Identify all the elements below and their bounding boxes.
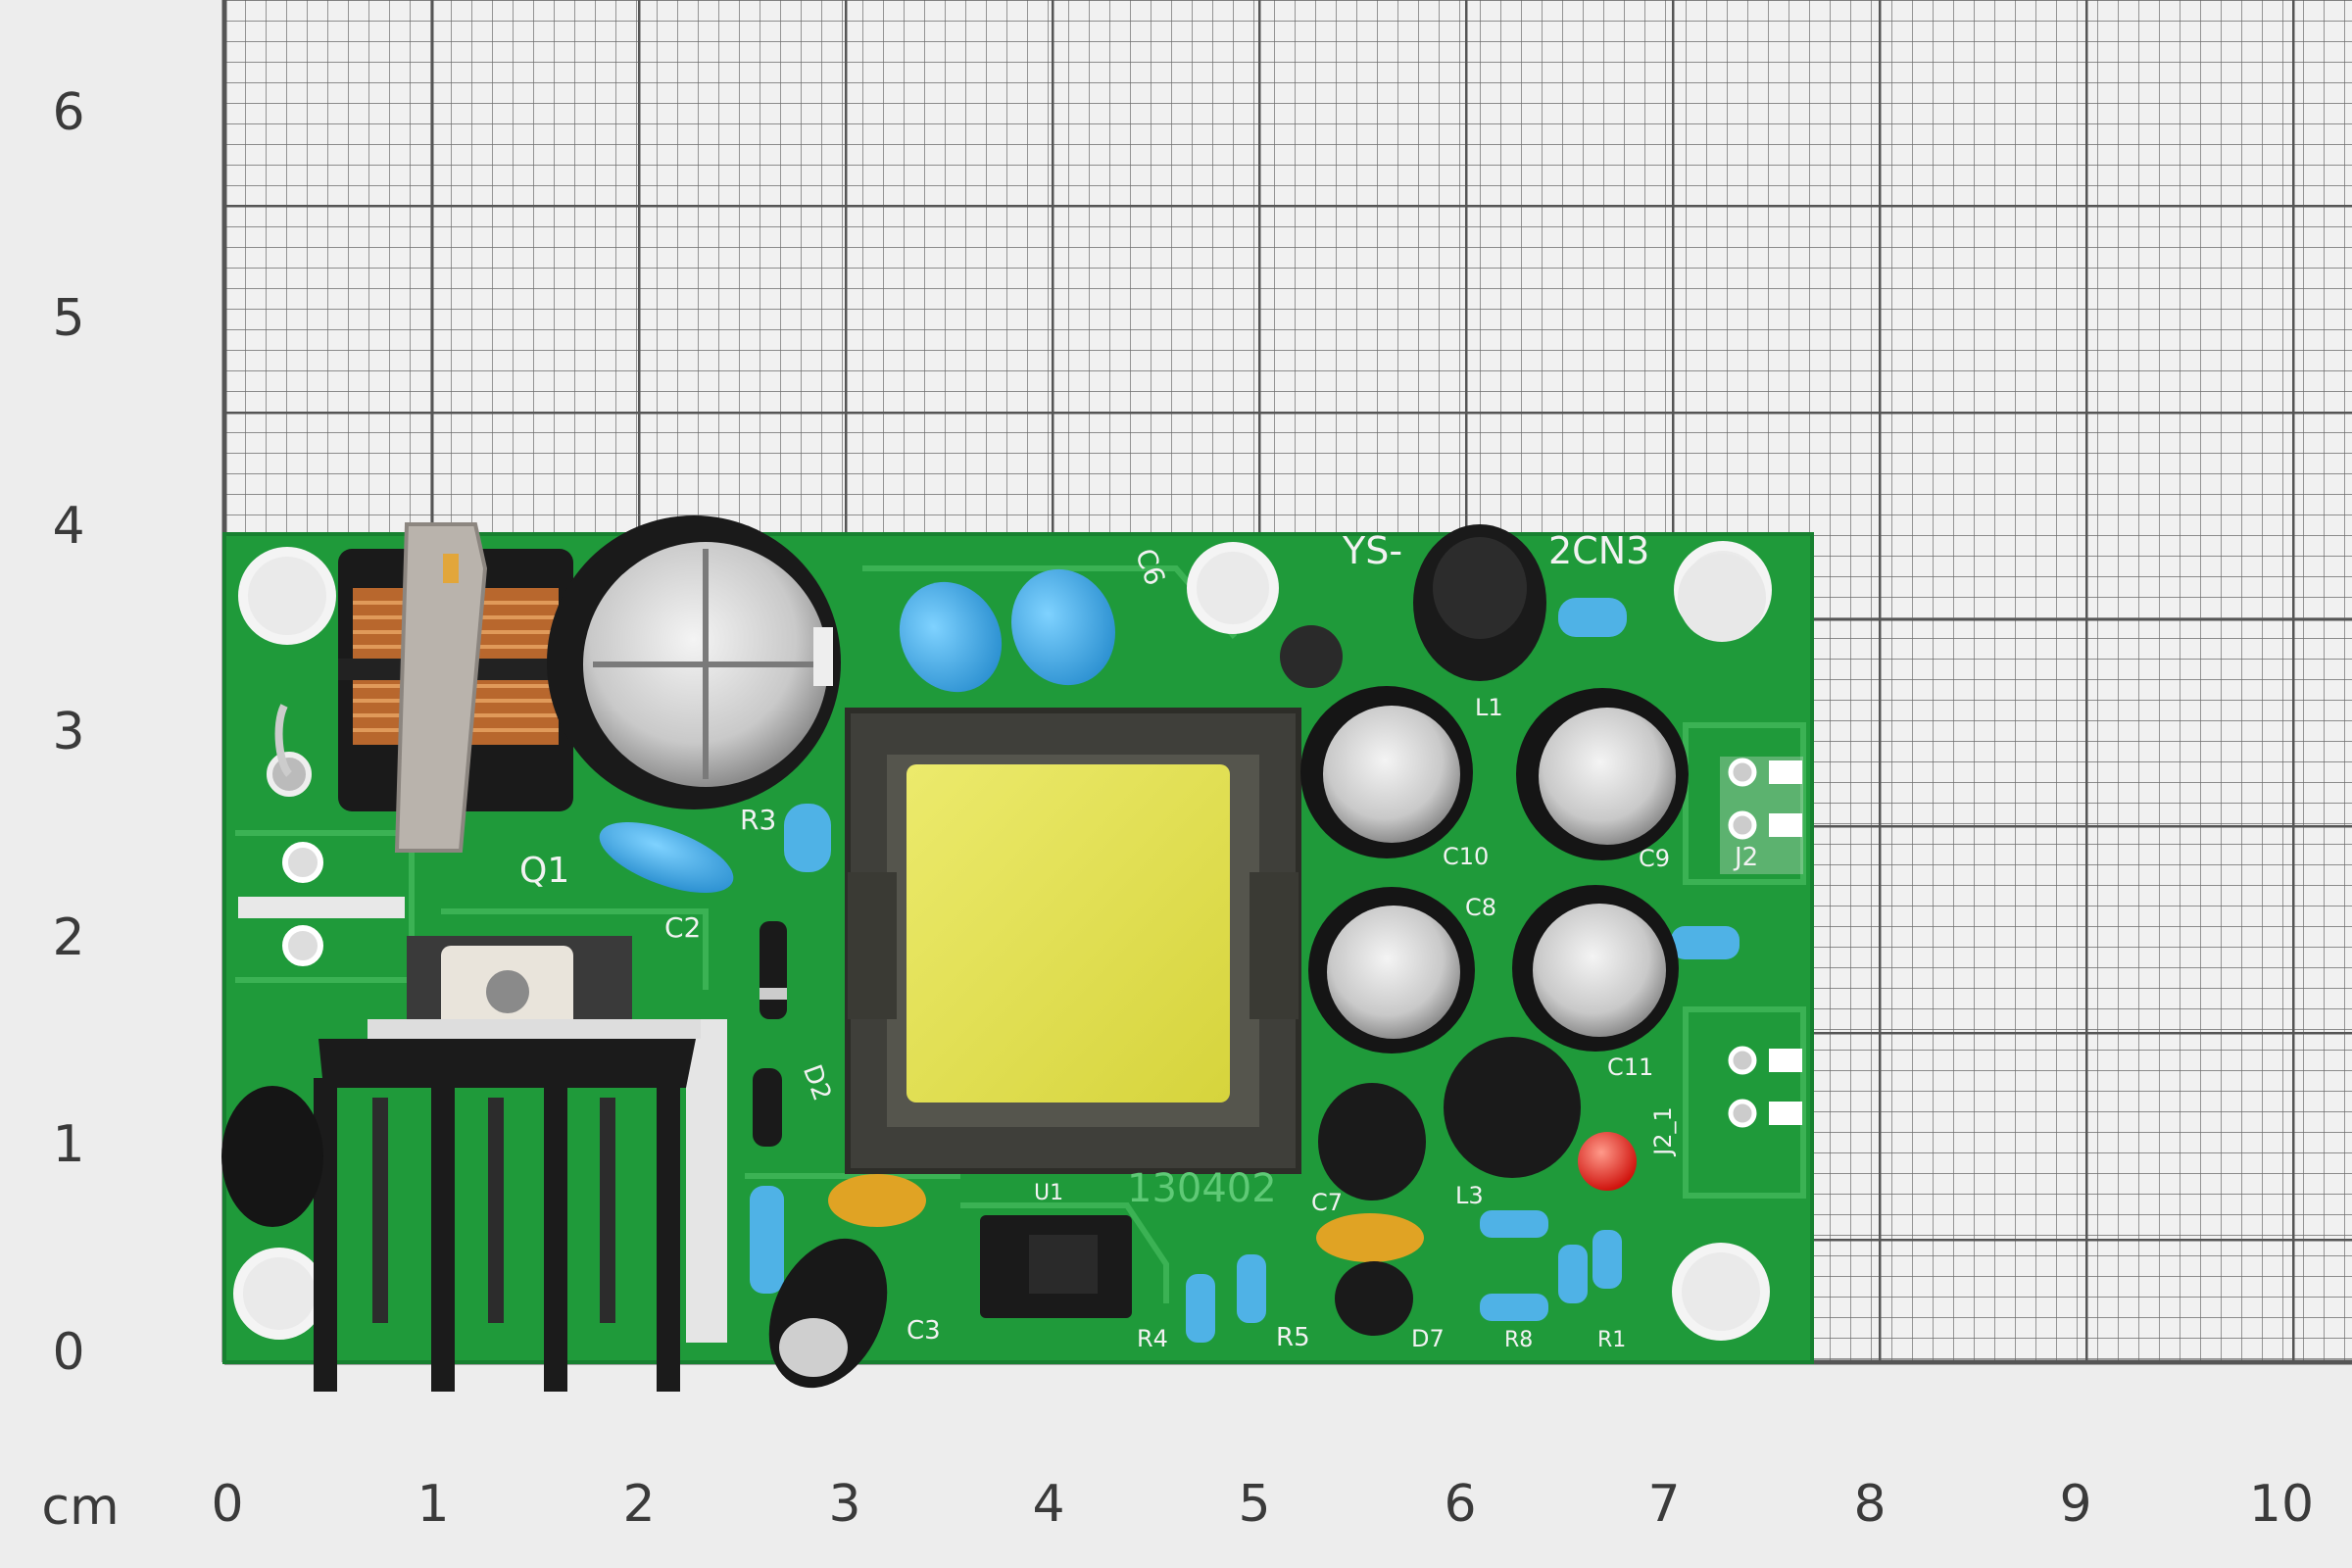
resistors [750, 598, 1740, 1343]
x-tick-label: 7 [1647, 1475, 1681, 1534]
j2-1-label: J2_1 [1648, 1106, 1677, 1155]
r8-label: R8 [1504, 1328, 1534, 1352]
x-tick-label: 1 [416, 1475, 450, 1534]
date-code-label: 130402 [1127, 1166, 1277, 1211]
y-tick-label: 0 [52, 1323, 85, 1382]
heatsink [314, 936, 701, 1392]
x-tick-label: 0 [211, 1475, 244, 1534]
bulk-electrolytic-capacitor [547, 515, 841, 809]
optocoupler-u1 [980, 1215, 1132, 1318]
c11-label: C11 [1607, 1054, 1654, 1081]
c7-label: C7 [1311, 1189, 1344, 1216]
transistor-d7 [1335, 1261, 1413, 1336]
x-tick-label: 5 [1238, 1475, 1271, 1534]
y-tick-label: 2 [52, 908, 85, 967]
y-capacitors [599, 568, 1115, 894]
output-capacitors [1300, 686, 1689, 1054]
x-tick-label: 8 [1853, 1475, 1886, 1534]
inductor-l3 [1444, 1037, 1581, 1178]
y-tick-label: 6 [52, 83, 85, 142]
x-tick-label: 9 [2059, 1475, 2092, 1534]
small-electrolytic-capacitor [768, 1238, 888, 1389]
l3-label: L3 [1455, 1182, 1484, 1209]
r5-label: R5 [1276, 1323, 1310, 1352]
wire-jumper [267, 704, 312, 797]
ceramic-cap-c7 [1316, 1213, 1424, 1262]
model-label: YS- [1343, 529, 1403, 572]
y-tick-label: 4 [52, 497, 85, 556]
x-tick-label: 4 [1032, 1475, 1065, 1534]
transistor-mid [1318, 1083, 1426, 1200]
x-tick-label: 6 [1444, 1475, 1477, 1534]
model-suffix-label: 2CN3 [1548, 529, 1650, 572]
l1-label: L1 [1475, 694, 1503, 721]
y-tick-label: 3 [52, 703, 85, 761]
transistor-top [1280, 625, 1343, 688]
q1-label: Q1 [519, 851, 570, 891]
inductor-l1 [1413, 524, 1546, 681]
y-tick-label: 1 [52, 1115, 85, 1174]
y-tick-label: 5 [52, 289, 85, 348]
c3-label: C3 [906, 1316, 941, 1346]
c10-label: C10 [1443, 843, 1490, 870]
r4-label: R4 [1137, 1325, 1168, 1352]
diode-d2 [753, 1068, 782, 1147]
x-tick-label: 10 [2248, 1475, 2315, 1534]
c8-label: C8 [1465, 894, 1497, 921]
diode-d1 [760, 921, 787, 1019]
units-label: cm [41, 1478, 120, 1537]
x-tick-label: 3 [828, 1475, 861, 1534]
u1-label: U1 [1034, 1181, 1064, 1205]
r3-label: R3 [740, 804, 777, 836]
c2-label: C2 [664, 911, 702, 944]
flyback-transformer [845, 708, 1301, 1174]
x-tick-label: 2 [622, 1475, 656, 1534]
status-led [1578, 1132, 1637, 1191]
common-mode-choke [338, 522, 573, 853]
r1-label: R1 [1597, 1328, 1627, 1352]
mounting-holes [233, 541, 1772, 1341]
ceramic-cap-c1 [828, 1174, 926, 1227]
thermistor [221, 1086, 323, 1227]
d7-label: D7 [1411, 1325, 1445, 1352]
j2-label: J2 [1735, 843, 1759, 872]
c9-label: C9 [1639, 845, 1671, 872]
